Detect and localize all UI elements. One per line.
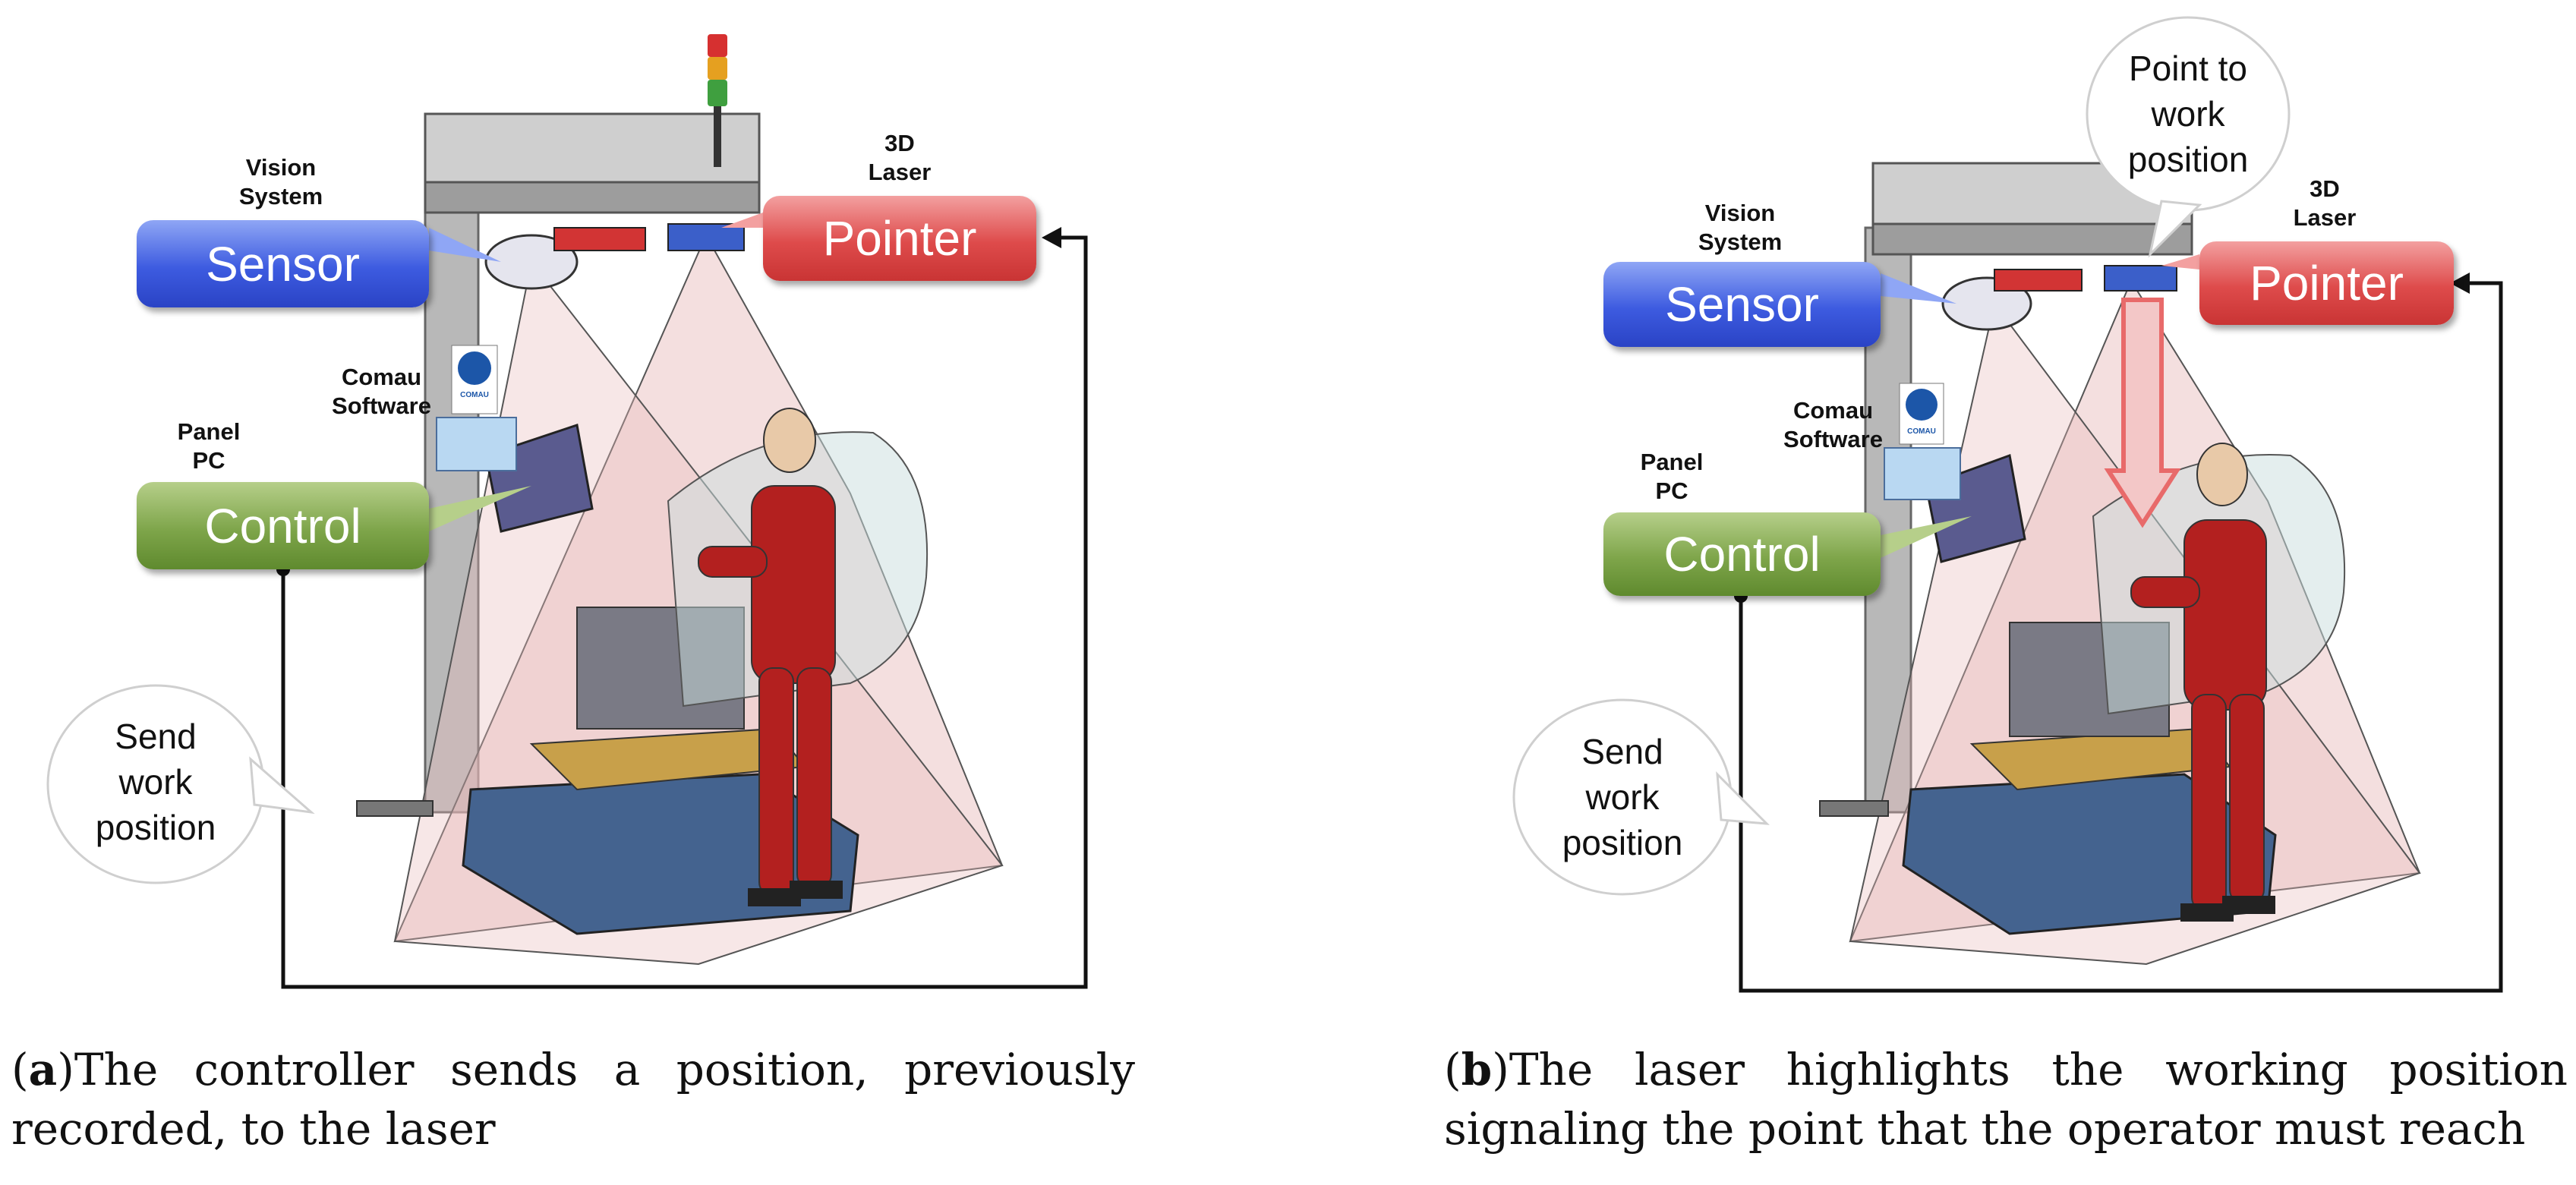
pointer-label: Pointer [822,211,977,266]
control-box: Control [1603,512,1881,596]
signal-tower-red [708,34,727,57]
operator-mannequin [2130,443,2275,922]
signal-tower-yellow [708,57,727,80]
sensor-box: Sensor [1603,262,1881,347]
comau-logo-text: COMAU [460,391,489,399]
sensor-label: Sensor [1665,277,1819,332]
comau-logo-text: COMAU [1907,427,1936,436]
sensor-callout-tail [1881,273,1956,304]
signal-tower-pole [714,106,721,167]
pointer-box: Pointer [763,196,1036,281]
pointer-box: Pointer [2199,241,2454,325]
top-beam-rail [424,181,761,214]
caption-b-letter: b [1461,1044,1493,1095]
laser-pointer-device [667,223,745,251]
red-module [1994,269,2083,292]
top-beam-rail [1871,222,2193,256]
sensor-label: Sensor [206,236,360,292]
control-callout-tail [429,486,531,531]
pointer-callout-tail [2161,254,2199,269]
software-caption: Comau Software [1783,397,1883,452]
signal-tower-green [708,80,727,106]
software-caption: Comau Software [332,364,431,419]
point-bubble-text: Point to work position [2127,49,2249,179]
data-flow-line [281,235,1088,989]
send-bubble-text: Send work position [95,717,216,847]
laser-beam-arrow [2104,298,2181,528]
control-label: Control [204,498,361,553]
workstation-illustration-b [1512,16,2503,993]
data-flow-line [1739,281,2503,993]
caption-a-letter: a [28,1044,58,1095]
top-beam [424,112,761,184]
panel-a: Sensor Pointer Control Vision System 3D … [11,34,1135,1155]
send-bubble-tail [249,756,315,815]
caption-a-text: The controller sends a position, previou… [11,1044,1135,1155]
laser-caption: 3D Laser [868,130,932,185]
side-bracket [356,800,434,817]
workstation-illustration-a [46,34,1088,989]
send-bubble-tail [1716,771,1770,825]
red-module [553,227,646,251]
software-cube [1884,447,1961,500]
data-flow-arrowhead [1042,227,1061,248]
panel-pc-caption: Panel PC [1640,449,1704,504]
software-cube [436,417,517,471]
side-bracket [1819,800,1889,817]
vision-system-caption: Vision System [1698,200,1783,255]
comau-logo-mark [458,351,491,385]
caption-b-text: The laser highlights the working positio… [1444,1044,2568,1155]
operator-mannequin [698,408,843,906]
point-bubble-tail [2148,200,2202,258]
laser-pointer-device [2104,265,2177,292]
vision-system-caption: Vision System [238,154,323,210]
control-callout-tail [1881,516,1972,558]
caption-a: (a)The controller sends a position, prev… [11,1044,1135,1155]
pointer-callout-tail [721,213,763,228]
pointer-label: Pointer [2250,256,2404,310]
data-flow-arrowhead [2450,273,2470,294]
control-label: Control [1663,527,1821,581]
comau-logo-mark [1906,389,1938,421]
sensor-box: Sensor [137,220,429,307]
laser-caption: 3D Laser [2293,175,2357,231]
send-bubble-text: Send work position [1562,732,1683,862]
caption-b: (b)The laser highlights the working posi… [1444,1044,2568,1155]
panel-b: Sensor Pointer Control Vision System 3D … [1288,0,2576,1185]
sensor-callout-tail [429,228,501,262]
panel-pc-caption: Panel PC [177,418,241,474]
control-box: Control [137,482,429,569]
